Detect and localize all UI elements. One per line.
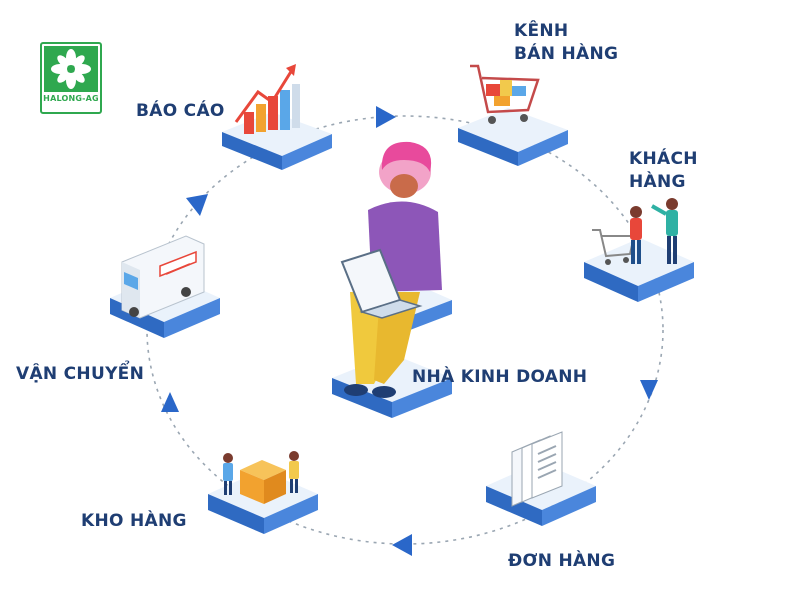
node-label-line: KHÁCH bbox=[629, 149, 698, 169]
arrow-icon-left-lower bbox=[161, 392, 179, 412]
node-label-line: BÁN HÀNG bbox=[514, 44, 619, 64]
node-label-kho-hang: KHO HÀNG bbox=[81, 510, 187, 533]
node-label-van-chuyen: VẬN CHUYỂN bbox=[16, 363, 144, 386]
halong-ag-logo: HALONG-AG bbox=[40, 42, 102, 114]
arrow-icon-top bbox=[376, 106, 396, 128]
arrow-icon-bottom bbox=[392, 534, 412, 556]
flower-icon bbox=[44, 46, 98, 92]
documents-icon bbox=[486, 431, 596, 526]
warehouse-boxes-icon bbox=[208, 451, 318, 534]
logo-text: HALONG-AG bbox=[43, 94, 99, 103]
node-label-kenh-ban-hang: KÊNH BÁN HÀNG bbox=[514, 20, 618, 66]
node-label-khach-hang: KHÁCH HÀNG bbox=[629, 148, 698, 194]
node-label-line: BÁO CÁO bbox=[136, 101, 225, 121]
node-label-bao-cao: BÁO CÁO bbox=[136, 100, 225, 123]
customers-icon bbox=[584, 198, 694, 302]
node-label-line: HÀNG bbox=[629, 172, 686, 192]
node-label-line: KÊNH bbox=[514, 21, 569, 41]
shopping-cart-icon bbox=[458, 64, 568, 166]
node-label-don-hang: ĐƠN HÀNG bbox=[508, 550, 615, 573]
bar-chart-icon bbox=[222, 64, 332, 170]
arrow-icon-left-upper bbox=[186, 194, 208, 216]
arrow-icon-right bbox=[640, 380, 658, 400]
node-label-line: KHO HÀNG bbox=[81, 511, 187, 531]
businessperson-icon bbox=[332, 141, 452, 418]
cycle-ring bbox=[146, 115, 664, 545]
node-label-line: ĐƠN HÀNG bbox=[508, 551, 616, 571]
center-label: NHÀ KINH DOANH bbox=[412, 367, 588, 387]
node-label-line: VẬN CHUYỂN bbox=[16, 364, 145, 384]
delivery-truck-icon bbox=[110, 235, 220, 338]
